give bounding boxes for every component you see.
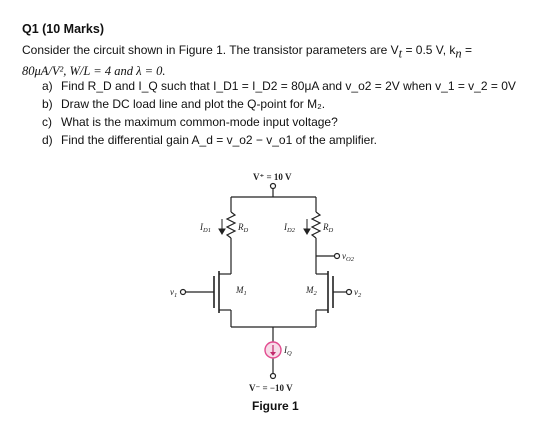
v2-label: v2 [354,287,362,299]
intro-line-1: Consider the circuit shown in Figure 1. … [22,43,472,61]
vplus-label: V⁺ = 10 V [253,172,292,182]
part-a: a) Find R_D and I_Q such that I_D1 = I_D… [42,79,516,93]
rd-right-resistor [310,211,322,239]
question-intro: Consider the circuit shown in Figure 1. … [22,41,532,80]
vplus-terminal [269,182,277,190]
question-parts: a) Find R_D and I_Q such that I_D1 = I_D… [42,77,532,149]
rd-left-label: RD [237,222,249,234]
id1-label: ID1 [199,222,211,234]
vminus-terminal [269,372,277,380]
intro-line-2: 80μA/V², W/L = 4 and λ = 0. [22,64,166,79]
rd-left-resistor [225,211,237,239]
v2-terminal [345,288,353,296]
v1-terminal [179,288,187,296]
m1-label: M1 [235,285,247,297]
part-b: b) Draw the DC load line and plot the Q-… [42,97,326,111]
figure-caption: Figure 1 [252,399,299,413]
rd-right-label: RD [322,222,334,234]
vo2-terminal [333,252,341,260]
vminus-label: V⁻ = −10 V [249,383,293,393]
part-c: c) What is the maximum common-mode input… [42,115,338,129]
part-d: d) Find the differential gain A_d = v_o2… [42,133,377,147]
iq-label: IQ [283,345,292,357]
v1-label: v1 [170,287,177,299]
id2-label: ID2 [283,222,296,234]
m2-label: M2 [305,285,318,297]
vo2-label: vO2 [342,251,355,263]
question-title: Q1 (10 Marks) [22,22,104,36]
